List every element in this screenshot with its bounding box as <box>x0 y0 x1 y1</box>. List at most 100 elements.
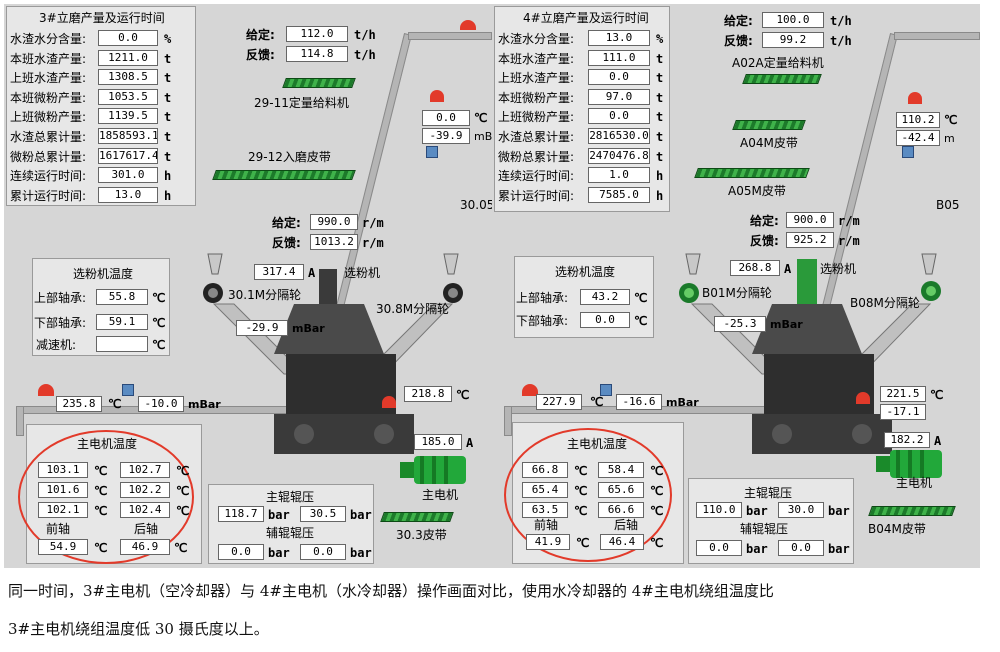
production-row-unit: t <box>656 110 664 125</box>
production-row-value: 0.0 <box>98 30 158 46</box>
mill-pressure-unit: mBar <box>770 318 803 331</box>
front-axle-value: 41.9 <box>526 534 570 550</box>
separator-current-value: 268.8 <box>730 260 780 276</box>
upper-bearing-value: 43.2 <box>580 289 630 305</box>
highlight-circle <box>18 430 194 564</box>
sep-unit: r/m <box>362 216 384 230</box>
temperature-sensor-icon[interactable] <box>856 392 870 404</box>
production-row-label: 上班水渣产量: <box>10 71 87 86</box>
outlet-temp-value: 0.0 <box>422 110 470 126</box>
temperature-sensor-icon[interactable] <box>38 384 54 396</box>
production-row-unit: % <box>656 32 664 46</box>
main-roll-title: 主辊辊压 <box>266 490 315 504</box>
lower-bearing-label: 下部轴承: <box>34 316 87 330</box>
outlet-belt[interactable] <box>868 506 956 516</box>
motor-current-value: 185.0 <box>414 434 462 450</box>
production-row-unit: h <box>164 169 172 184</box>
production-row-unit: h <box>656 188 664 203</box>
mill-outlet-temp-value: 218.8 <box>404 386 452 402</box>
temperature-sensor-icon[interactable] <box>908 92 922 104</box>
production-row-value: 1053.5 <box>98 88 158 105</box>
aux-roll-1-value: 0.0 <box>696 540 742 556</box>
lower-bearing-value: 59.1 <box>96 314 148 330</box>
production-title: 3#立磨产量及运行时间 <box>39 11 165 25</box>
outlet-belt[interactable] <box>380 512 454 522</box>
separator-label: 选粉机 <box>344 266 381 280</box>
production-row-value: 0.0 <box>588 69 650 86</box>
front-axle-label: 前轴 <box>534 518 559 532</box>
cut-label: 30.05 <box>460 198 492 212</box>
temperature-sensor-icon[interactable] <box>430 90 444 102</box>
pressure-sensor-icon[interactable] <box>122 384 134 396</box>
winding-temp-value: 66.6 <box>598 502 644 518</box>
production-row-value: 1858593.1 <box>98 128 158 144</box>
feed-given-label: 给定: <box>246 28 275 42</box>
duct-press-unit: mBar <box>188 398 221 411</box>
aux-roll-1-unit: bar <box>268 546 290 560</box>
feed-fb-label: 反馈: <box>246 48 275 62</box>
production-row-label: 水渣水分含量: <box>498 32 575 46</box>
feed-given-value[interactable]: 100.0 <box>762 12 824 28</box>
production-row-value: 1211.0 <box>98 49 158 66</box>
lower-bearing-label: 下部轴承: <box>516 314 569 328</box>
rotary-valve-icon[interactable] <box>202 282 224 304</box>
outlet-belt-label: 30.3皮带 <box>396 528 447 542</box>
production-row-label: 本班微粉产量: <box>498 90 575 105</box>
sep-given-value[interactable]: 990.0 <box>310 214 358 230</box>
upper-bearing-unit: ℃ <box>634 291 648 305</box>
feed-given-value[interactable]: 112.0 <box>286 26 348 42</box>
rotary-valve-icon[interactable] <box>678 282 700 304</box>
winding-temp-value: 65.4 <box>522 482 568 498</box>
main-roll-1-unit: bar <box>268 508 290 522</box>
aux-roll-2-unit: bar <box>350 546 372 560</box>
production-row-value: 1617617.4 <box>98 147 158 164</box>
pressure-sensor-icon[interactable] <box>902 146 914 158</box>
sep-fb-value: 1013.2 <box>310 234 358 250</box>
main-roll-2-value: 30.5 <box>300 506 346 522</box>
feed-fb-value: 114.8 <box>286 46 348 62</box>
production-row-unit: t <box>656 90 664 105</box>
feeder-belt[interactable] <box>282 78 356 88</box>
main-motor-icon[interactable] <box>400 452 472 488</box>
duct-down <box>504 406 512 436</box>
temperature-sensor-icon[interactable] <box>382 396 396 408</box>
highlight-circle <box>504 428 672 562</box>
outlet-press-value: -42.4 <box>896 130 940 146</box>
separator-current-value: 317.4 <box>254 264 304 280</box>
outlet-press-unit: m <box>944 132 955 145</box>
upper-bearing-label: 上部轴承: <box>516 291 569 305</box>
reducer-label: 减速机: <box>36 338 77 352</box>
pressure-sensor-icon[interactable] <box>426 146 438 158</box>
a04-belt[interactable] <box>732 120 806 130</box>
lower-bearing-unit: ℃ <box>634 314 648 328</box>
sep-given-value[interactable]: 900.0 <box>786 212 834 228</box>
outlet-press-value: -39.9 <box>422 128 470 144</box>
winding-temp-unit: ℃ <box>650 504 664 518</box>
winding-temp-value: 58.4 <box>598 462 644 478</box>
rotary-valve-icon[interactable] <box>442 282 464 304</box>
temperature-sensor-icon[interactable] <box>460 20 476 30</box>
sep-unit: r/m <box>838 214 860 228</box>
front-axle-unit: ℃ <box>94 541 108 555</box>
temperature-sensor-icon[interactable] <box>522 384 538 396</box>
duct-press-value: -10.0 <box>138 396 184 412</box>
main-roll-1-value: 110.0 <box>696 502 742 518</box>
winding-temp-unit: ℃ <box>574 504 588 518</box>
production-row-value: 1.0 <box>588 167 650 184</box>
upper-bearing-value: 55.8 <box>96 289 148 305</box>
winding-temp-unit: ℃ <box>94 484 108 498</box>
main-roll-2-value: 30.0 <box>778 502 824 518</box>
winding-temp-unit: ℃ <box>176 464 190 478</box>
production-row-label: 连续运行时间: <box>10 169 87 184</box>
production-row-value: 2816530.0 <box>588 128 650 144</box>
feeder-belt[interactable] <box>742 74 822 84</box>
rotary-valve-icon[interactable] <box>920 280 942 302</box>
main-motor-icon[interactable] <box>876 446 948 482</box>
production-row-value: 7585.0 <box>588 186 650 203</box>
winding-temp-unit: ℃ <box>650 484 664 498</box>
pressure-sensor-icon[interactable] <box>600 384 612 396</box>
production-row-value: 1308.5 <box>98 69 158 86</box>
duct-temp-unit: ℃ <box>108 397 122 411</box>
vertical-mill-diagram <box>685 253 937 454</box>
